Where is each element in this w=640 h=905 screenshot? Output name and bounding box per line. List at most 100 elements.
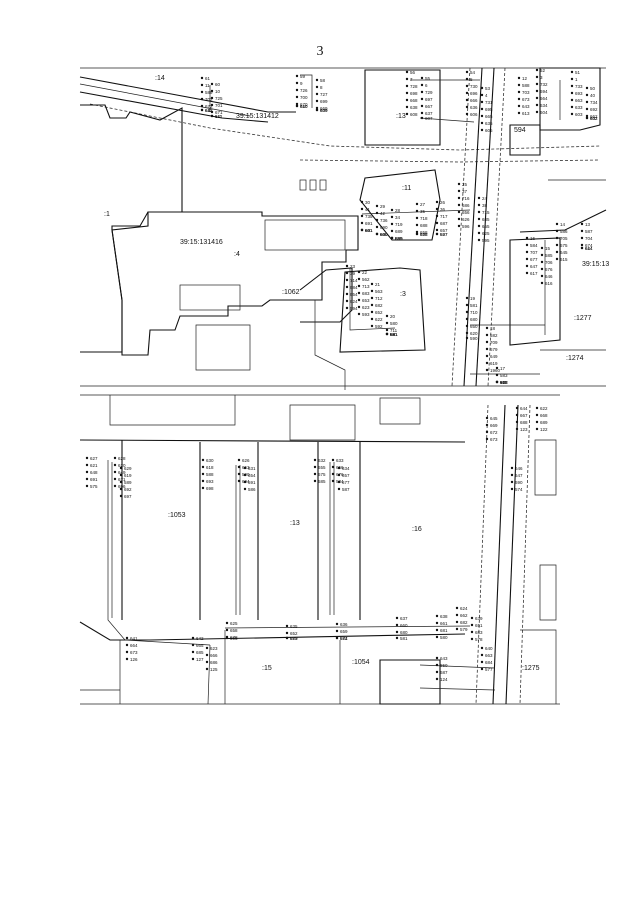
survey-point — [243, 480, 247, 484]
parcel-label: :1054 — [352, 659, 370, 666]
point-label: 718 — [420, 216, 428, 221]
survey-point — [119, 487, 123, 491]
survey-point — [585, 86, 589, 90]
survey-point — [435, 621, 439, 625]
point-label: 663 — [485, 653, 493, 658]
survey-point — [465, 105, 469, 109]
survey-point — [201, 479, 205, 483]
survey-point — [495, 366, 499, 370]
point-label: 727 — [320, 92, 328, 97]
point-label: 619 — [124, 473, 132, 478]
point-label: 24 — [482, 196, 488, 201]
survey-point — [457, 210, 461, 214]
point-label: 34 — [395, 215, 401, 220]
point-label: 592 — [375, 324, 383, 329]
survey-point — [415, 216, 419, 220]
point-label: 670 — [300, 102, 308, 107]
survey-point — [345, 306, 349, 310]
survey-point — [580, 246, 584, 250]
survey-point — [570, 98, 574, 102]
point-label: 23 — [350, 264, 356, 269]
point-label: 612 — [205, 108, 213, 113]
point-label: 608 — [410, 112, 418, 117]
survey-point — [295, 102, 299, 106]
point-label: 591 — [248, 480, 256, 485]
point-label: 690 — [380, 225, 388, 230]
survey-point — [480, 114, 484, 118]
survey-point — [205, 646, 209, 650]
survey-point — [525, 271, 529, 275]
point-label: 658 — [420, 230, 428, 235]
survey-point — [570, 105, 574, 109]
point-label: 41 — [365, 207, 371, 212]
point-label: 660 — [380, 232, 388, 237]
upper-map: :1 :14 39:15:131416 :4 :1062 :11 :13 :3 … — [79, 67, 609, 390]
survey-point — [555, 236, 559, 240]
survey-point — [125, 650, 129, 654]
point-label: 7 — [410, 77, 413, 82]
point-label: 648 — [90, 470, 98, 475]
point-label: 698 — [410, 91, 418, 96]
point-label: 642 — [205, 108, 213, 113]
survey-point — [465, 70, 469, 74]
survey-point — [465, 98, 469, 102]
point-label: 677 — [342, 480, 350, 485]
survey-point — [345, 299, 349, 303]
survey-point — [477, 203, 481, 207]
point-label: 633 — [575, 105, 583, 110]
survey-point — [191, 643, 195, 647]
point-label: 639 — [475, 616, 483, 621]
survey-point — [243, 466, 247, 470]
survey-point — [435, 232, 439, 236]
point-label: 732 — [540, 82, 548, 87]
point-label: 618 — [206, 465, 214, 470]
survey-point — [370, 324, 374, 328]
survey-point — [480, 121, 484, 125]
survey-point — [375, 218, 379, 222]
parcel-label: :13 — [396, 113, 406, 120]
survey-point — [385, 328, 389, 332]
traverse-line — [419, 687, 496, 691]
survey-point — [535, 420, 539, 424]
point-label: 668 — [410, 98, 418, 103]
survey-point — [345, 285, 349, 289]
point-label: 30 — [365, 200, 371, 205]
point-label: 689 — [395, 229, 403, 234]
point-label: 686 — [462, 203, 470, 208]
survey-point — [485, 326, 489, 330]
survey-point — [517, 111, 521, 115]
survey-point — [457, 217, 461, 221]
survey-point — [390, 229, 394, 233]
survey-point — [357, 270, 361, 274]
survey-point — [113, 456, 117, 460]
point-label: 625 — [482, 231, 490, 236]
point-label: 699 — [320, 99, 328, 104]
survey-point — [337, 487, 341, 491]
point-label: 669 — [320, 106, 328, 111]
survey-point — [370, 296, 374, 300]
point-label: 673 — [490, 437, 498, 442]
building-outline — [379, 397, 421, 425]
survey-point — [535, 89, 539, 93]
survey-point — [390, 236, 394, 240]
traverse-line — [107, 460, 211, 646]
road-edge — [79, 76, 296, 113]
point-label: 582 — [340, 636, 348, 641]
parcel-boundary — [364, 69, 441, 146]
survey-point — [370, 282, 374, 286]
survey-point — [480, 653, 484, 657]
survey-point — [570, 70, 574, 74]
point-label: 610 — [300, 104, 308, 109]
point-label: 649 — [490, 354, 498, 359]
survey-point — [405, 98, 409, 102]
point-label: 61 — [205, 76, 211, 81]
survey-point — [465, 324, 469, 328]
point-label: 654 — [350, 292, 358, 297]
point-label: 673 — [522, 97, 530, 102]
survey-point — [415, 230, 419, 234]
point-label: 653 — [242, 465, 250, 470]
point-label: 638 — [440, 614, 448, 619]
survey-point — [585, 114, 589, 118]
point-label: 736 — [380, 218, 388, 223]
point-label: 661 — [440, 621, 448, 626]
